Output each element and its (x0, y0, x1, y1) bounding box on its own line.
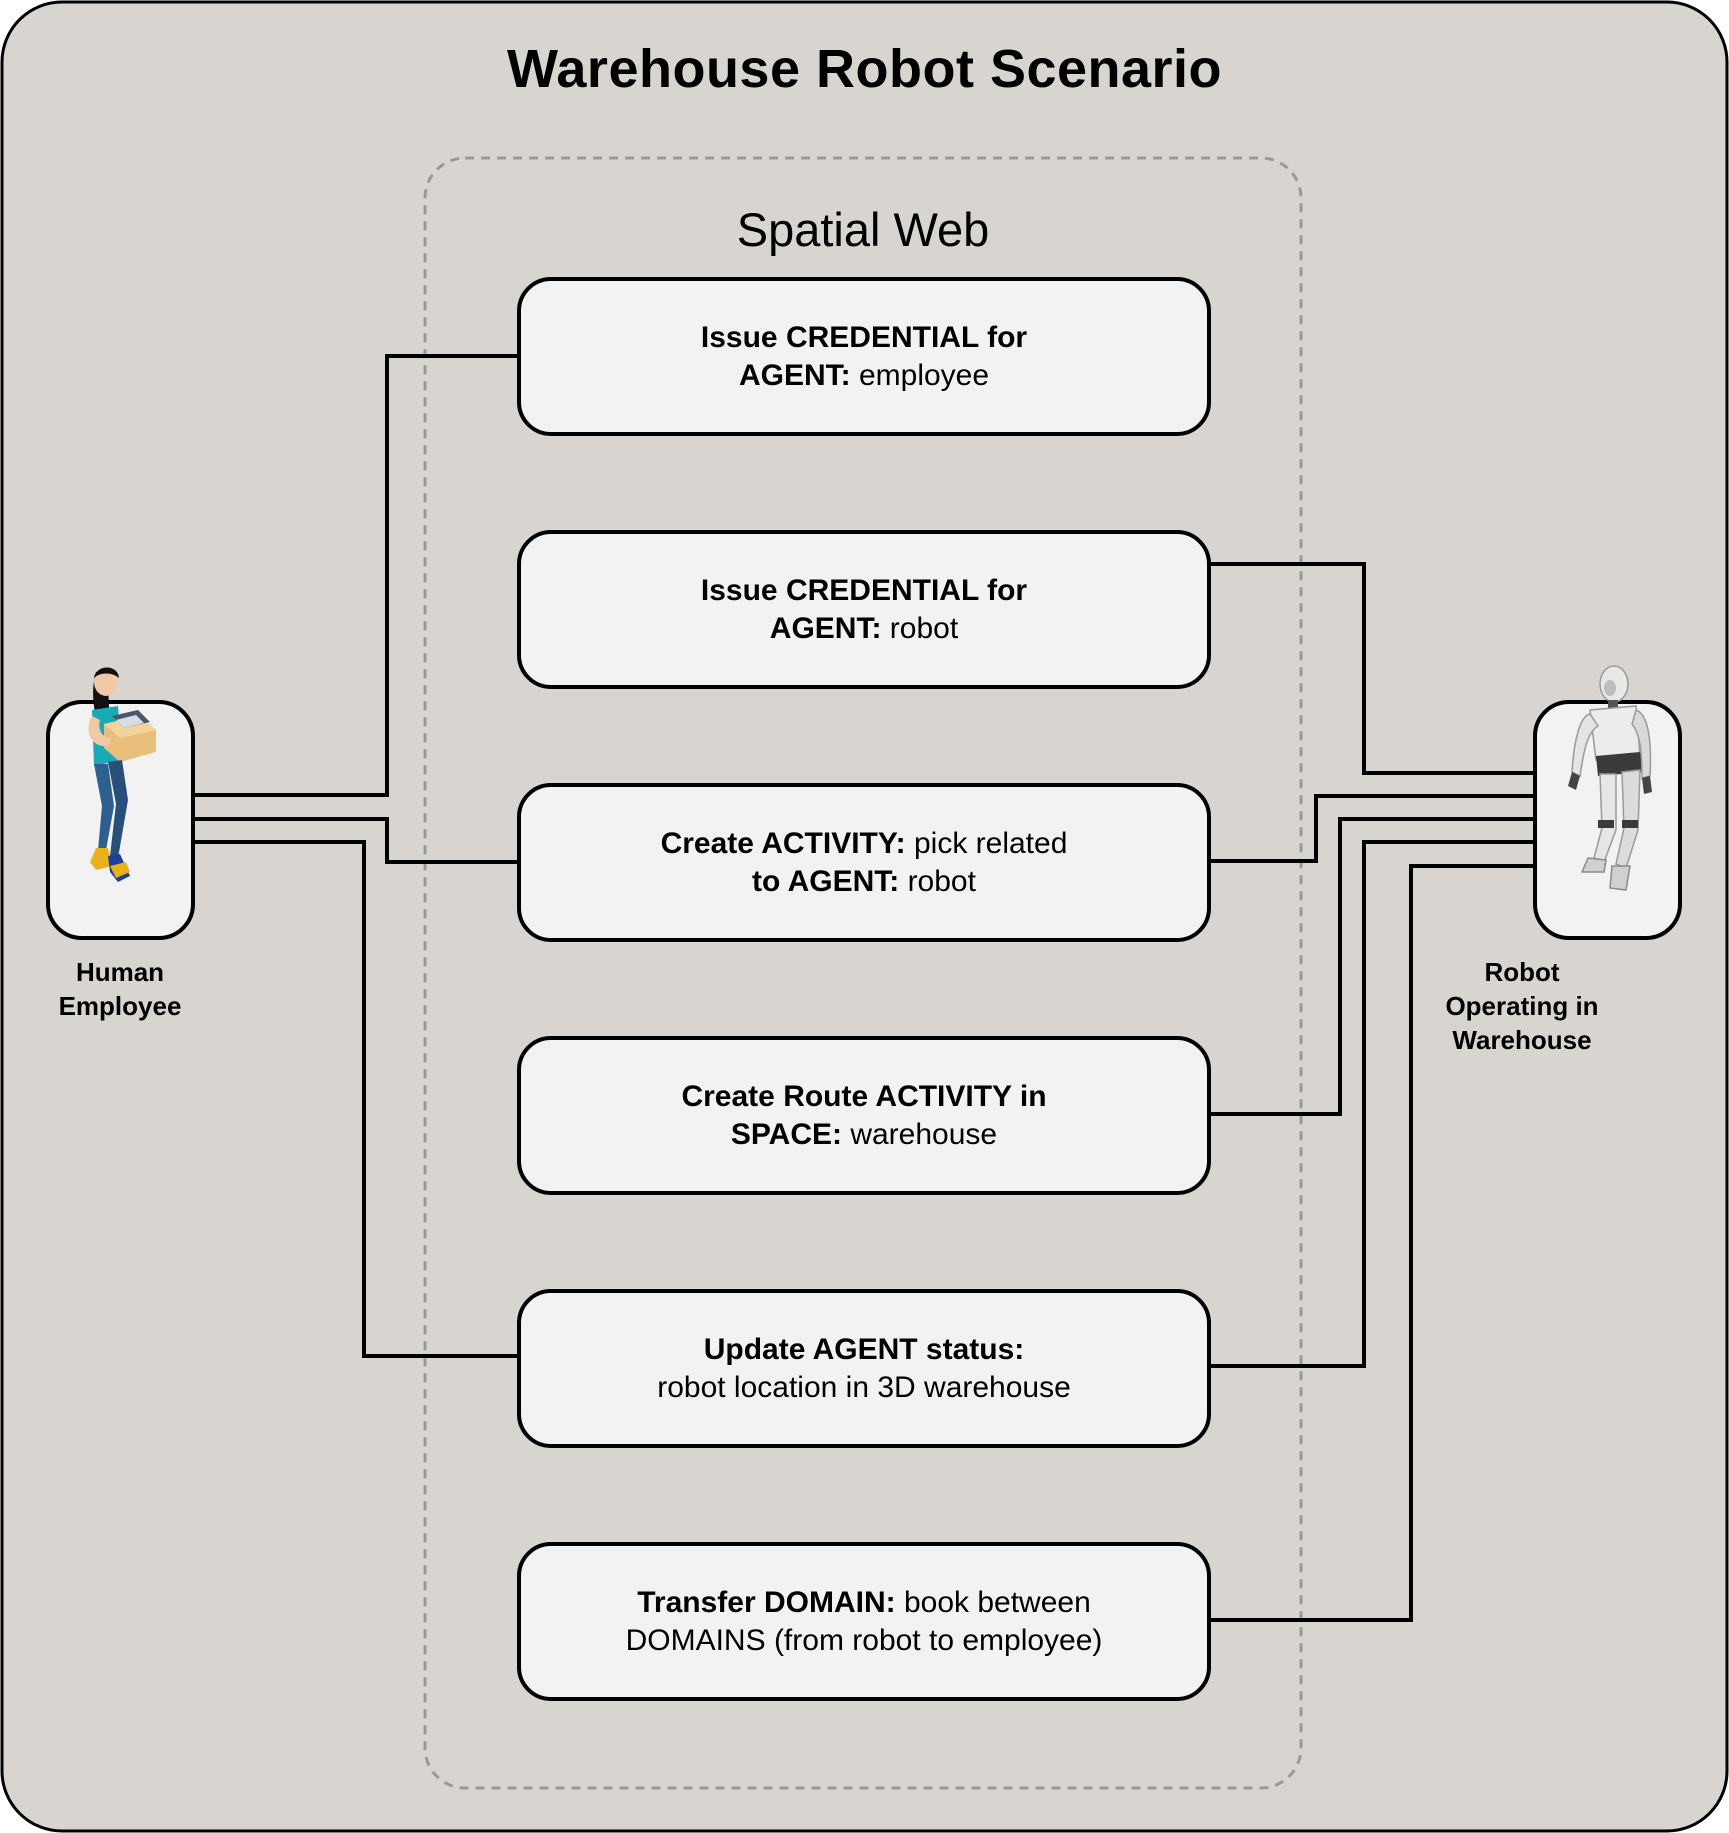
step-3-text: Create ACTIVITY: pick related to AGENT: … (519, 786, 1209, 939)
step-3-line2-normal: robot (899, 864, 976, 898)
human-connectors (193, 354, 519, 1358)
robot-connectors (1209, 562, 1535, 1622)
person-carrying-box-icon (88, 667, 156, 882)
connector-human-step-5 (193, 840, 519, 1358)
step-1-line2-bold: AGENT: (738, 358, 851, 392)
step-5-line2-normal: robot location in 3D warehouse (657, 1370, 1071, 1404)
spatial-web-label: Spatial Web (736, 203, 990, 256)
connector-robot-step-3 (1209, 794, 1535, 863)
step-2-line1-bold: Issue CREDENTIAL for (700, 573, 1028, 607)
step-box-3[interactable] (517, 783, 1211, 942)
step-4-text: Create Route ACTIVITY in SPACE: warehous… (519, 1039, 1209, 1192)
humanoid-robot-icon (1568, 665, 1652, 891)
spatial-web-group (423, 156, 1303, 1790)
step-1-line2-normal: employee (850, 358, 990, 392)
step-6-text: Transfer DOMAIN: book between DOMAINS (f… (519, 1545, 1209, 1698)
connector-robot-step-6 (1209, 864, 1535, 1622)
connector-robot-step-5 (1209, 840, 1535, 1368)
human-actor-label: Human Employee (10, 955, 230, 1023)
step-6-line1-bold: Transfer DOMAIN: (637, 1585, 896, 1619)
connector-human-step-3 (193, 817, 519, 864)
connector-robot-step-2 (1209, 562, 1535, 775)
robot-label-line-1: Robot (1484, 957, 1560, 987)
step-box-5[interactable] (517, 1289, 1211, 1448)
step-box-1[interactable] (517, 277, 1211, 436)
robot-label-line-3: Warehouse (1452, 1025, 1592, 1055)
diagram-title: Warehouse Robot Scenario (506, 39, 1223, 99)
step-3-line1-normal: pick related (905, 826, 1068, 860)
human-label-line-2: Employee (58, 991, 182, 1021)
step-2-text: Issue CREDENTIAL for AGENT: robot (519, 533, 1209, 686)
step-1-line1-bold: Issue CREDENTIAL for (700, 320, 1028, 354)
step-4-line2-bold: SPACE: (730, 1117, 842, 1151)
step-1-text: Issue CREDENTIAL for AGENT: employee (519, 280, 1209, 433)
connector-robot-step-4 (1209, 817, 1535, 1116)
robot-label-line-2: Operating in (1445, 991, 1599, 1021)
human-label-line-1: Human (75, 957, 165, 987)
step-box-2[interactable] (517, 530, 1211, 689)
step-boxes (517, 277, 1211, 1701)
step-box-6[interactable] (517, 1542, 1211, 1701)
robot-actor-label: Robot Operating in Warehouse (1412, 955, 1632, 1057)
step-2-line2-bold: AGENT: (769, 611, 882, 645)
step-6-line1-normal: book between (895, 1585, 1091, 1619)
step-4-line1-bold: Create Route ACTIVITY in (681, 1079, 1047, 1113)
step-3-line2-bold: to AGENT: (752, 864, 900, 898)
step-5-line1-bold: Update AGENT status: (703, 1332, 1025, 1366)
step-2-line2-normal: robot (881, 611, 959, 645)
step-4-line2-normal: warehouse (842, 1117, 998, 1151)
step-5-text: Update AGENT status: robot location in 3… (519, 1292, 1209, 1445)
step-box-4[interactable] (517, 1036, 1211, 1195)
step-6-line2-normal: DOMAINS (from robot to employee) (625, 1623, 1103, 1657)
step-3-line1-bold: Create ACTIVITY: (660, 826, 906, 860)
connector-human-step-1 (193, 354, 519, 797)
